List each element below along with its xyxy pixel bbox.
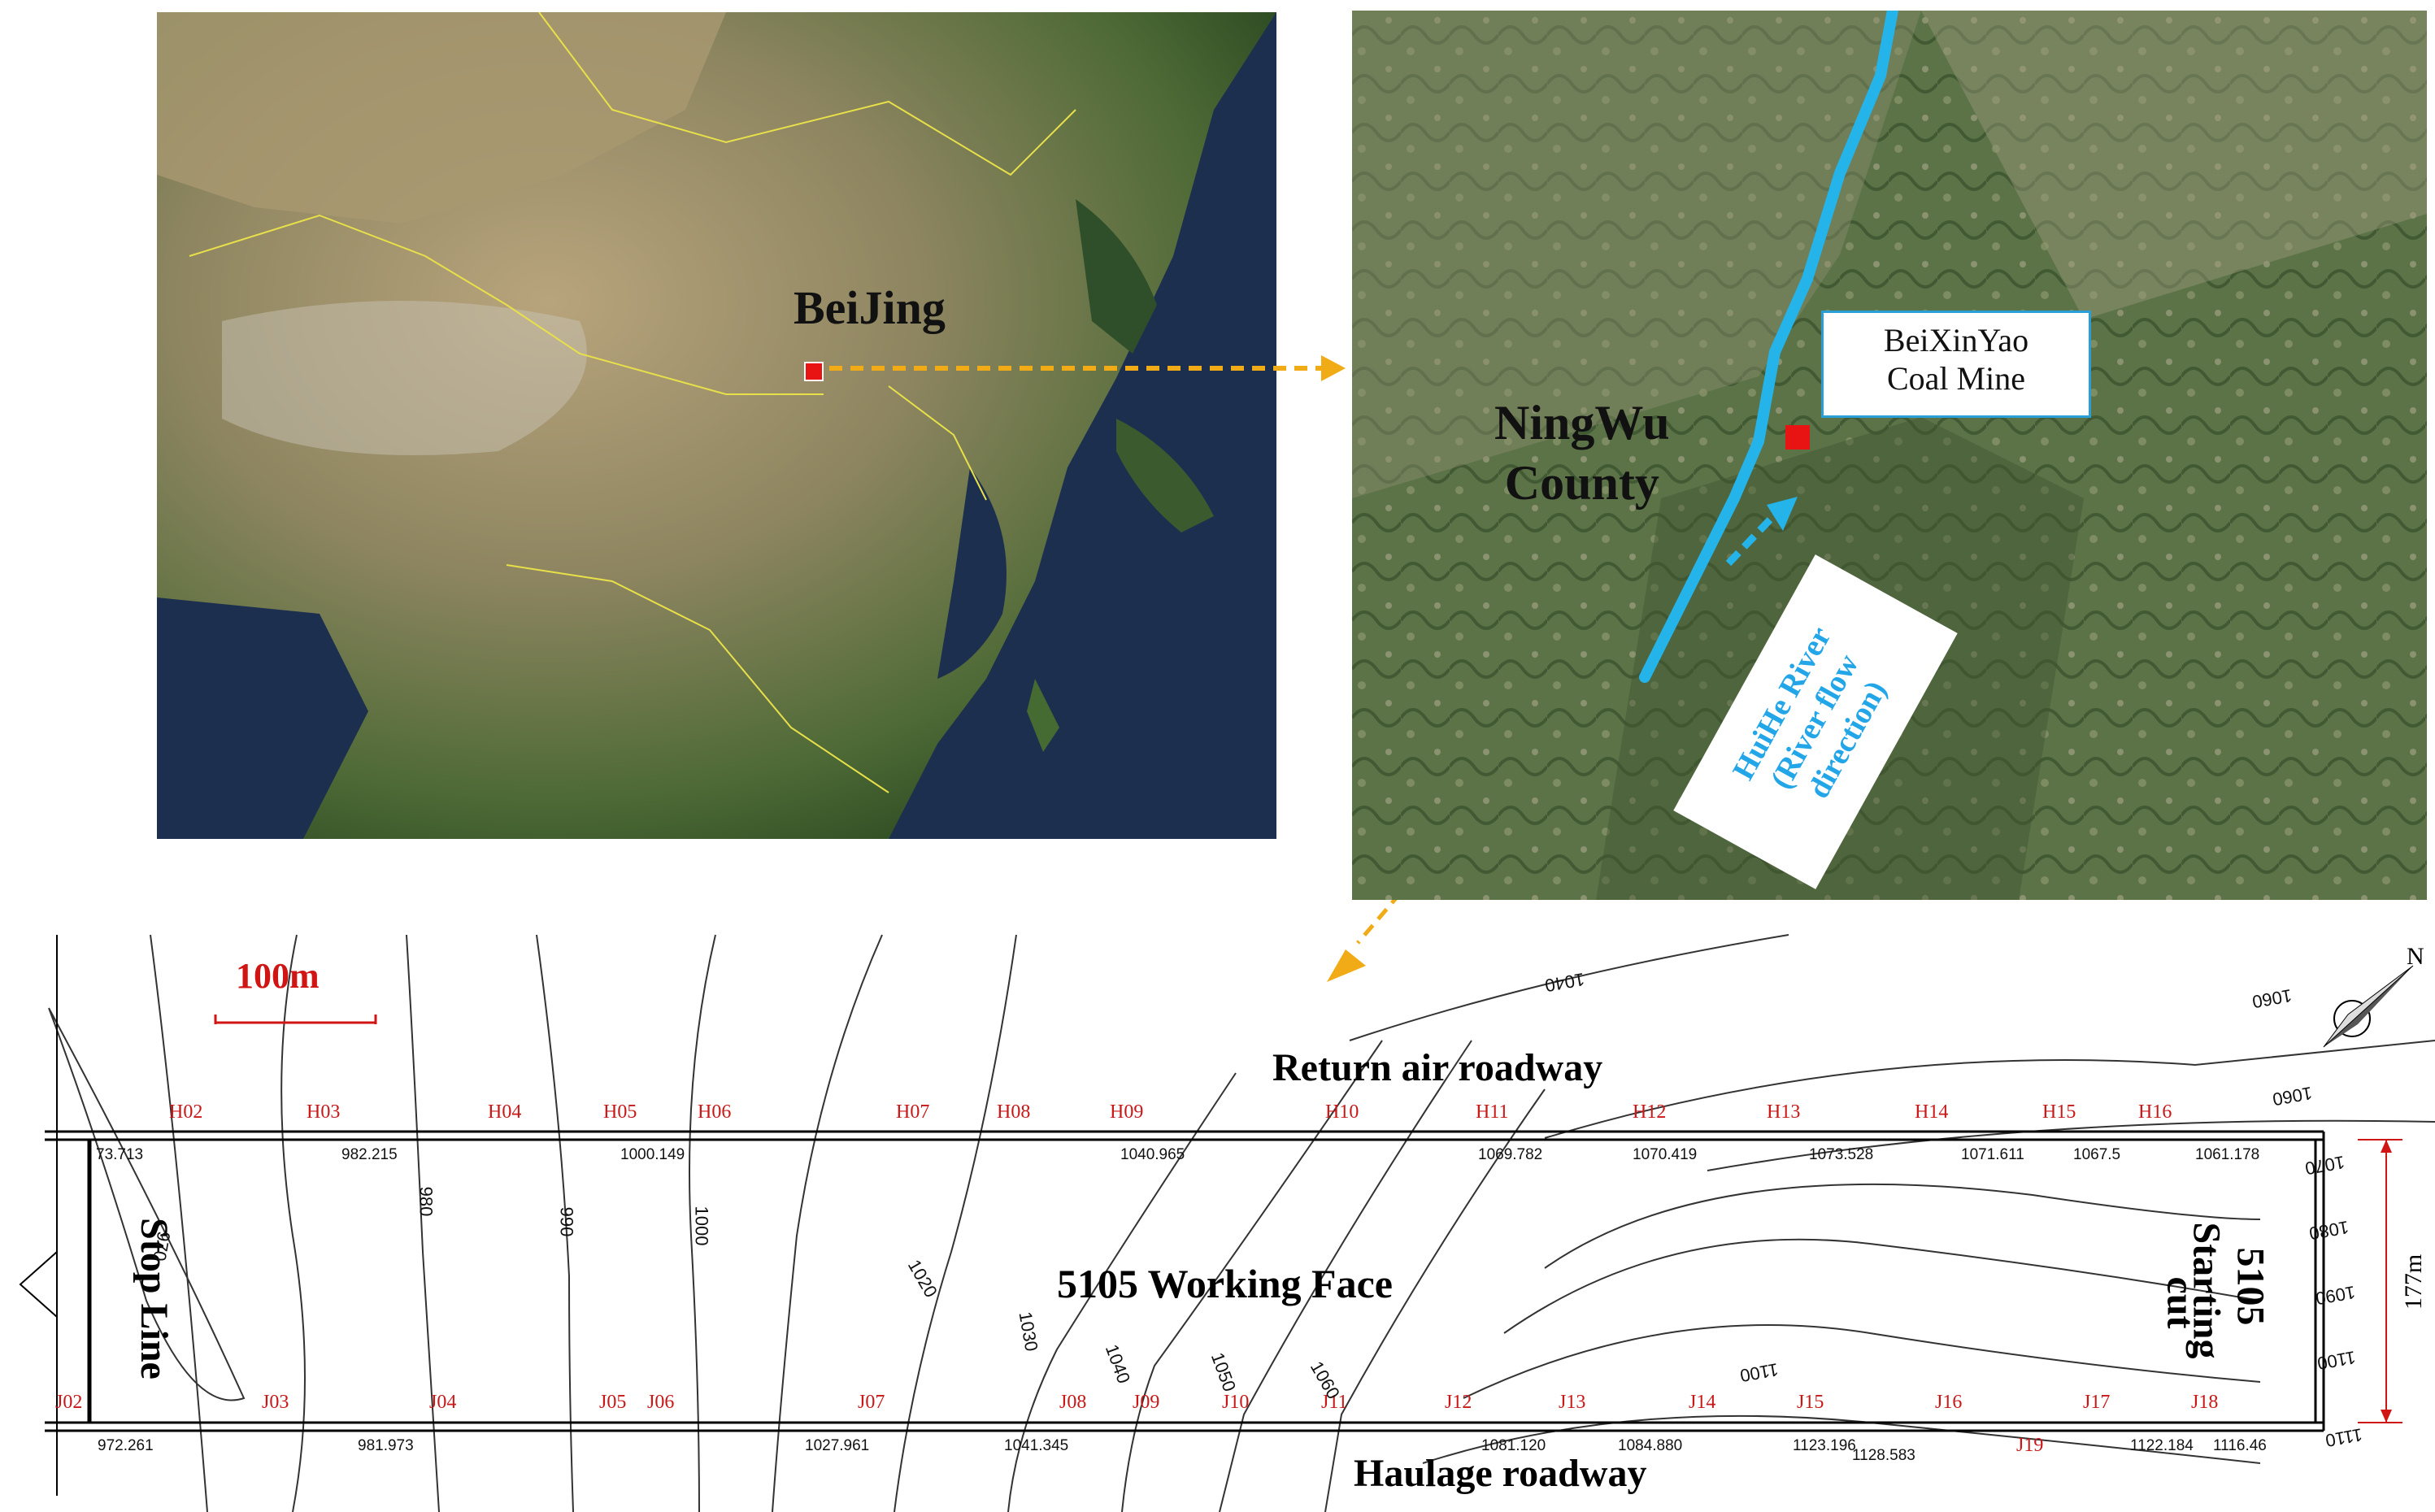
h-point-6: H08 xyxy=(997,1101,1031,1123)
beijing-label: BeiJing xyxy=(794,281,946,334)
width-label: 177m xyxy=(2400,1253,2428,1310)
contour-lines xyxy=(48,934,2435,1512)
j-point-4: J06 xyxy=(647,1392,675,1413)
contour-label-2: 1000 xyxy=(691,1206,712,1246)
j-point-0: J02 xyxy=(55,1392,83,1413)
j-point-8: J10 xyxy=(1222,1392,1250,1413)
return-air-label: Return air roadway xyxy=(1272,1046,1603,1089)
width-dimension xyxy=(2358,1139,2402,1423)
top-elevation-9: 1061.178 xyxy=(2195,1146,2260,1163)
working-face-label: 5105 Working Face xyxy=(1057,1261,1393,1306)
j-point-14: J16 xyxy=(1935,1392,1963,1413)
h-point-11: H13 xyxy=(1767,1101,1801,1123)
j-point-15: J17 xyxy=(2083,1392,2111,1413)
h-point-7: H09 xyxy=(1110,1101,1144,1123)
bottom-elevation-2: 1027.961 xyxy=(805,1437,870,1454)
local-satellite-map: BeiXinYao Coal Mine NingWu County HuiHe … xyxy=(1352,11,2427,900)
h-point-12: H14 xyxy=(1915,1101,1949,1123)
top-elevation-7: 1071.611 xyxy=(1961,1146,2024,1163)
h-point-3: H05 xyxy=(603,1101,637,1123)
j-point-10: J12 xyxy=(1445,1392,1472,1413)
starting-cut-label-2: cut xyxy=(2159,1276,2202,1329)
top-elevation-2: 1000.149 xyxy=(620,1146,685,1163)
north-arrow xyxy=(2323,965,2414,1048)
bottom-elevation-3: 1041.345 xyxy=(1004,1437,1069,1454)
j-point-12: J14 xyxy=(1689,1392,1716,1413)
contour-label-0: 980 xyxy=(415,1186,437,1217)
h-point-2: H04 xyxy=(488,1101,522,1123)
top-elevation-1: 982.215 xyxy=(341,1146,398,1163)
haulage-label: Haulage roadway xyxy=(1354,1452,1647,1495)
mine-label-line2: Coal Mine xyxy=(1887,360,2025,397)
bottom-elevation-4: 1081.120 xyxy=(1481,1437,1546,1454)
top-elevation-4: 1069.782 xyxy=(1478,1146,1543,1163)
county-label: NingWu County xyxy=(1494,393,1670,513)
china-map-graphic xyxy=(157,12,1276,839)
h-point-4: H06 xyxy=(698,1101,732,1123)
bottom-elevation-9: 1116.46 xyxy=(2213,1437,2267,1454)
top-elevation-3: 1040.965 xyxy=(1120,1146,1185,1163)
j-point-3: J05 xyxy=(599,1392,627,1413)
scale-bar xyxy=(214,1015,377,1024)
county-line2: County xyxy=(1504,456,1659,510)
top-elevation-8: 1067.5 xyxy=(2073,1146,2121,1163)
north-label: N xyxy=(2407,943,2424,970)
j-point-17: J19 xyxy=(2016,1435,2044,1456)
starting-cut-number: 5105 xyxy=(2228,1247,2272,1326)
j-point-5: J07 xyxy=(858,1392,885,1413)
h-point-13: H15 xyxy=(2042,1101,2076,1123)
h-point-9: H11 xyxy=(1476,1101,1509,1123)
working-face-plan: 100m N Return air roadway Haulage roadwa… xyxy=(0,910,2435,1512)
j-point-11: J13 xyxy=(1559,1392,1586,1413)
j-point-6: J08 xyxy=(1059,1392,1087,1413)
roadway-outline xyxy=(19,935,2325,1496)
bottom-elevation-6: 1123.196 xyxy=(1793,1437,1856,1454)
bottom-elevation-8: 1122.184 xyxy=(2130,1437,2194,1454)
bottom-elevation-5: 1084.880 xyxy=(1618,1437,1683,1454)
j-point-1: J03 xyxy=(262,1392,289,1413)
county-line1: NingWu xyxy=(1494,396,1670,450)
h-point-14: H16 xyxy=(2138,1101,2172,1123)
j-point-7: J09 xyxy=(1133,1392,1160,1413)
h-point-5: H07 xyxy=(896,1101,930,1123)
plan-drawing xyxy=(19,934,2435,1512)
j-point-9: J11 xyxy=(1321,1392,1348,1413)
h-point-0: H02 xyxy=(169,1101,203,1123)
mine-label-line1: BeiXinYao xyxy=(1883,322,2029,358)
j-point-13: J15 xyxy=(1797,1392,1824,1413)
bottom-elevation-1: 981.973 xyxy=(358,1437,414,1454)
j-point-2: J04 xyxy=(429,1392,457,1413)
china-satellite-map: BeiJing xyxy=(157,12,1276,839)
bottom-elevation-0: 972.261 xyxy=(98,1437,154,1454)
h-point-8: H10 xyxy=(1325,1101,1359,1123)
contour-label-1: 990 xyxy=(556,1206,577,1237)
top-elevation-6: 1073.528 xyxy=(1809,1146,1874,1163)
scale-label: 100m xyxy=(236,956,320,996)
h-point-1: H03 xyxy=(307,1101,341,1123)
j-point-16: J18 xyxy=(2191,1392,2219,1413)
h-point-10: H12 xyxy=(1633,1101,1667,1123)
top-elevation-5: 1070.419 xyxy=(1633,1146,1698,1163)
mine-label-box: BeiXinYao Coal Mine xyxy=(1821,311,2091,418)
top-elevation-0: 73.713 xyxy=(96,1146,144,1163)
bottom-elevation-7: 1128.583 xyxy=(1852,1447,1915,1464)
